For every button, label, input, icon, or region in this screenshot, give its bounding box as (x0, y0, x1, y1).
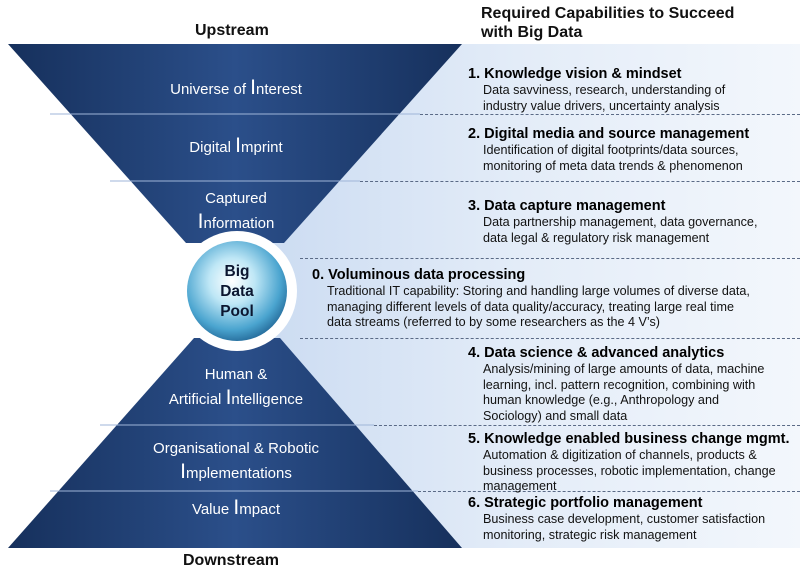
lower-funnel (8, 338, 462, 548)
stage-captured-information: Captured Information (197, 190, 275, 233)
capability-desc: Data partnership management, data govern… (483, 215, 758, 245)
downstream-label: Downstream (183, 552, 280, 569)
capability-title: 0. Voluminous data processing (312, 267, 526, 283)
capability-4: 4. Data science & advanced analytics Ana… (468, 345, 764, 424)
upper-funnel (8, 44, 462, 243)
capabilities-heading-line1: Required Capabilities to Succeed (481, 5, 735, 22)
capability-2: 2. Digital media and source management I… (468, 126, 749, 174)
capability-3: 3. Data capture management Data partners… (468, 198, 757, 246)
capability-title: 4. Data science & advanced analytics (468, 345, 725, 361)
capability-panel (233, 44, 800, 548)
capability-title: 2. Digital media and source management (468, 126, 750, 142)
stage-value-impact: Value Impact (191, 496, 281, 519)
capability-desc: Analysis/mining of large amounts of data… (483, 362, 765, 423)
stage-universe-of-interest: Universe of Interest (170, 76, 302, 99)
capability-1: 1. Knowledge vision & mindset Data savvi… (468, 66, 725, 114)
capability-desc: Identification of digital footprints/dat… (483, 143, 743, 173)
capability-desc: Automation & digitization of channels, p… (483, 448, 776, 493)
capability-5: 5. Knowledge enabled business change mgm… (468, 431, 790, 495)
stage-digital-imprint: Digital Imprint (189, 134, 283, 157)
capability-title: 6. Strategic portfolio management (468, 495, 703, 511)
capabilities-heading-line2: with Big Data (481, 24, 583, 41)
capability-desc: Data savviness, research, understanding … (483, 83, 726, 113)
capability-desc: Business case development, customer sati… (483, 512, 766, 542)
big-data-pool-orb (187, 241, 287, 341)
stage-organisational-robotic-implementations: Organisational & Robotic Implementations (153, 440, 319, 483)
capability-desc: Traditional IT capability: Storing and h… (327, 284, 750, 329)
capability-0: 0. Voluminous data processing Traditiona… (312, 267, 750, 331)
capability-6: 6. Strategic portfolio management Busine… (468, 495, 765, 543)
big-data-pool-label: Big Data Pool (220, 263, 254, 320)
stage-human-artificial-intelligence: Human & Artificial Intelligence (168, 366, 304, 409)
capability-title: 3. Data capture management (468, 198, 666, 214)
capability-title: 1. Knowledge vision & mindset (468, 66, 682, 82)
capability-title: 5. Knowledge enabled business change mgm… (468, 431, 790, 447)
upstream-label: Upstream (195, 22, 269, 39)
